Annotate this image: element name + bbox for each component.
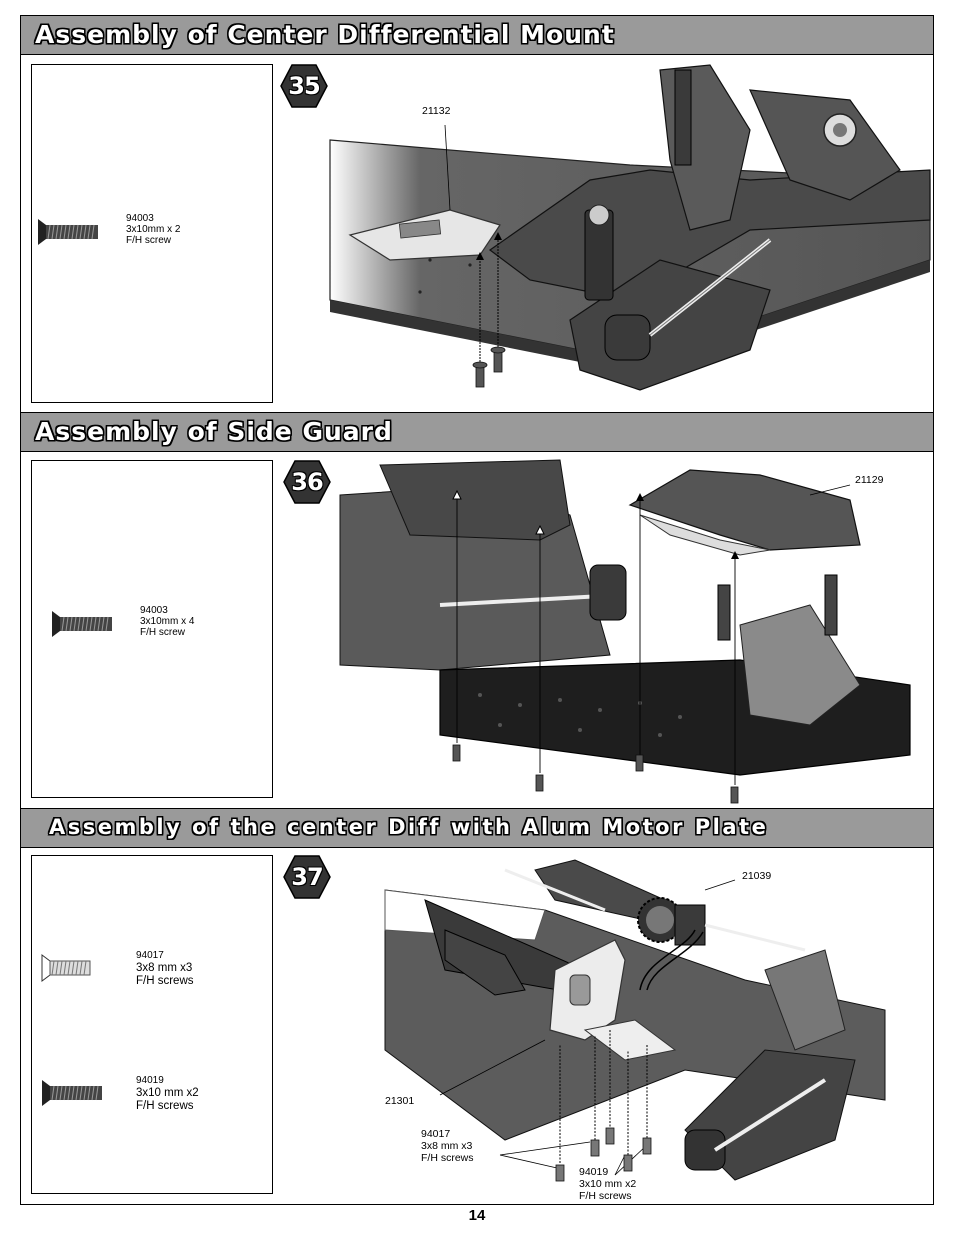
center-diff-mount-illustration: [329, 64, 931, 391]
section-header-center-diff-mount: Assembly of Center Differential Mount: [21, 15, 933, 55]
callout-21301: 21301: [385, 1095, 415, 1107]
parts-box-step-36: 94003 3x10mm x 4 F/H screw: [31, 460, 273, 798]
part-code: 94003: [140, 605, 168, 616]
step-badge-35: 35: [280, 64, 328, 108]
callout-21039: 21039: [742, 870, 772, 882]
step-number: 36: [291, 468, 323, 496]
part-code: 94003: [126, 213, 154, 224]
parts-box-step-37: 94017 3x8 mm x3 F/H screws 94019 3x10 mm…: [31, 855, 273, 1194]
callout-21129: 21129: [855, 474, 884, 486]
part-desc: 3x10mm x 2 F/H screw: [126, 224, 181, 246]
section-header-center-diff-motor-plate: Assembly of the center Diff with Alum Mo…: [21, 808, 933, 848]
flat-head-screw-icon: [52, 611, 112, 637]
flat-head-screw-icon: [42, 1080, 102, 1106]
part-code: 94017: [136, 950, 164, 961]
part-desc: 3x8 mm x3 F/H screws: [136, 962, 194, 987]
flat-head-screw-icon: [41, 954, 91, 982]
part-desc: 3x10 mm x2 F/H screws: [136, 1087, 199, 1112]
section-title: Assembly of the center Diff with Alum Mo…: [49, 815, 769, 839]
flat-head-screw-icon: [38, 219, 98, 245]
step-badge-37: 37: [283, 855, 331, 899]
callout-94019: 94019 3x10 mm x2 F/H screws: [579, 1166, 637, 1202]
part-desc: 3x10mm x 4 F/H screw: [140, 616, 195, 638]
step-number: 35: [288, 72, 320, 100]
parts-box-step-35: 94003 3x10mm x 2 F/H screw: [31, 64, 273, 403]
section-title: Assembly of Side Guard: [35, 417, 393, 446]
center-diff-motor-plate-illustration: [384, 859, 886, 1182]
callout-21132: 21132: [422, 105, 451, 117]
part-code: 94019: [136, 1075, 164, 1086]
step-badge-36: 36: [283, 460, 331, 504]
side-guard-illustration: [339, 459, 911, 804]
step-number: 37: [291, 863, 323, 891]
section-header-side-guard: Assembly of Side Guard: [21, 412, 933, 452]
callout-94017: 94017 3x8 mm x3 F/H screws: [421, 1128, 474, 1164]
section-title: Assembly of Center Differential Mount: [35, 20, 615, 49]
page-number: 14: [468, 1207, 486, 1224]
